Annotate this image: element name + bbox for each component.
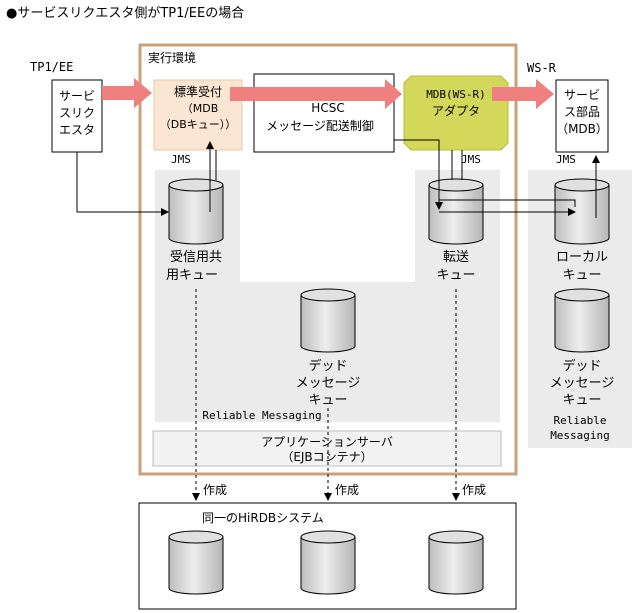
wsr-label: WS-R xyxy=(527,61,557,75)
create-label-2: 作成 xyxy=(335,483,359,497)
connector-lines xyxy=(76,139,600,218)
requester-line-1: サービ xyxy=(59,89,95,103)
dead-queue-right-line-2: メッセージ xyxy=(550,376,615,391)
app-server-label-1: アプリケーションサーバ xyxy=(261,435,393,449)
page-title: ●サービスリクエスタ側がTP1/EEの場合 xyxy=(6,6,244,21)
dead-letter-queue-icon xyxy=(300,288,356,353)
reliable-messaging-right-line-1: Reliable xyxy=(554,414,607,427)
service-part-line-1: サービ xyxy=(564,88,600,102)
local-queue-line-1: ローカル xyxy=(556,250,608,265)
app-server-label-2: （EJBコンテナ） xyxy=(281,450,372,464)
reliable-messaging-right-line-2: Messaging xyxy=(550,429,610,442)
mdb-adapter-box xyxy=(403,75,509,151)
hirdb-database-icon-1 xyxy=(168,530,224,595)
dead-letter-queue-right-icon xyxy=(554,288,610,353)
service-part-line-2: ス部品 xyxy=(564,104,600,119)
dead-queue-line-3: キュー xyxy=(308,393,347,408)
requester-line-2: スリク xyxy=(59,106,95,120)
dead-queue-line-1: デッド xyxy=(308,358,347,374)
exec-env-label: 実行環境 xyxy=(148,50,196,65)
local-queue-line-2: キュー xyxy=(562,268,601,283)
jms-label-3: JMS xyxy=(556,153,576,166)
standard-receiver-line-1: 標準受付 xyxy=(174,84,222,99)
mdb-adapter-line-2: アダプタ xyxy=(432,103,480,118)
jms-label-1: JMS xyxy=(171,153,191,166)
flow-arrow-1 xyxy=(102,78,152,108)
jms-label-2: JMS xyxy=(461,153,481,166)
service-part-line-3: （MDB） xyxy=(556,122,608,136)
standard-receiver-box xyxy=(153,79,243,151)
transfer-queue-line-1: 転送 xyxy=(443,250,469,265)
app-server-box xyxy=(152,430,502,467)
create-label-1: 作成 xyxy=(203,483,227,497)
receive-queue-line-2: 用キュー xyxy=(166,268,218,283)
transfer-queue-line-2: キュー xyxy=(436,268,475,283)
standard-receiver-line-3: （DBキュー）） xyxy=(160,118,237,131)
flow-arrow-3 xyxy=(492,79,554,109)
hcsc-line-2: メッセージ配送制御 xyxy=(266,118,374,133)
mdb-adapter-line-1: MDB(WS-R) xyxy=(426,88,486,101)
receive-queue-line-1: 受信用共 xyxy=(170,250,222,265)
dead-queue-right-line-3: キュー xyxy=(562,393,601,408)
requester-line-3: エスタ xyxy=(59,123,95,137)
reliable-messaging-label: Reliable Messaging xyxy=(202,409,321,422)
dashed-create-arrows xyxy=(192,289,460,501)
flow-arrow-2 xyxy=(230,79,402,109)
hcsc-line-1: HCSC xyxy=(311,101,344,115)
create-label-3: 作成 xyxy=(462,483,486,497)
dead-queue-right-line-1: デッド xyxy=(562,358,601,374)
hirdb-database-icon-3 xyxy=(428,530,484,595)
standard-receiver-line-2: （MDB xyxy=(182,102,219,115)
hirdb-database-icon-2 xyxy=(300,530,356,595)
hirdb-label: 同一のHiRDBシステム xyxy=(202,511,324,525)
tp1-label: TP1/EE xyxy=(30,60,73,74)
service-part-box xyxy=(555,79,609,153)
dead-queue-line-2: メッセージ xyxy=(296,376,361,391)
receive-shared-queue-icon xyxy=(168,178,224,245)
